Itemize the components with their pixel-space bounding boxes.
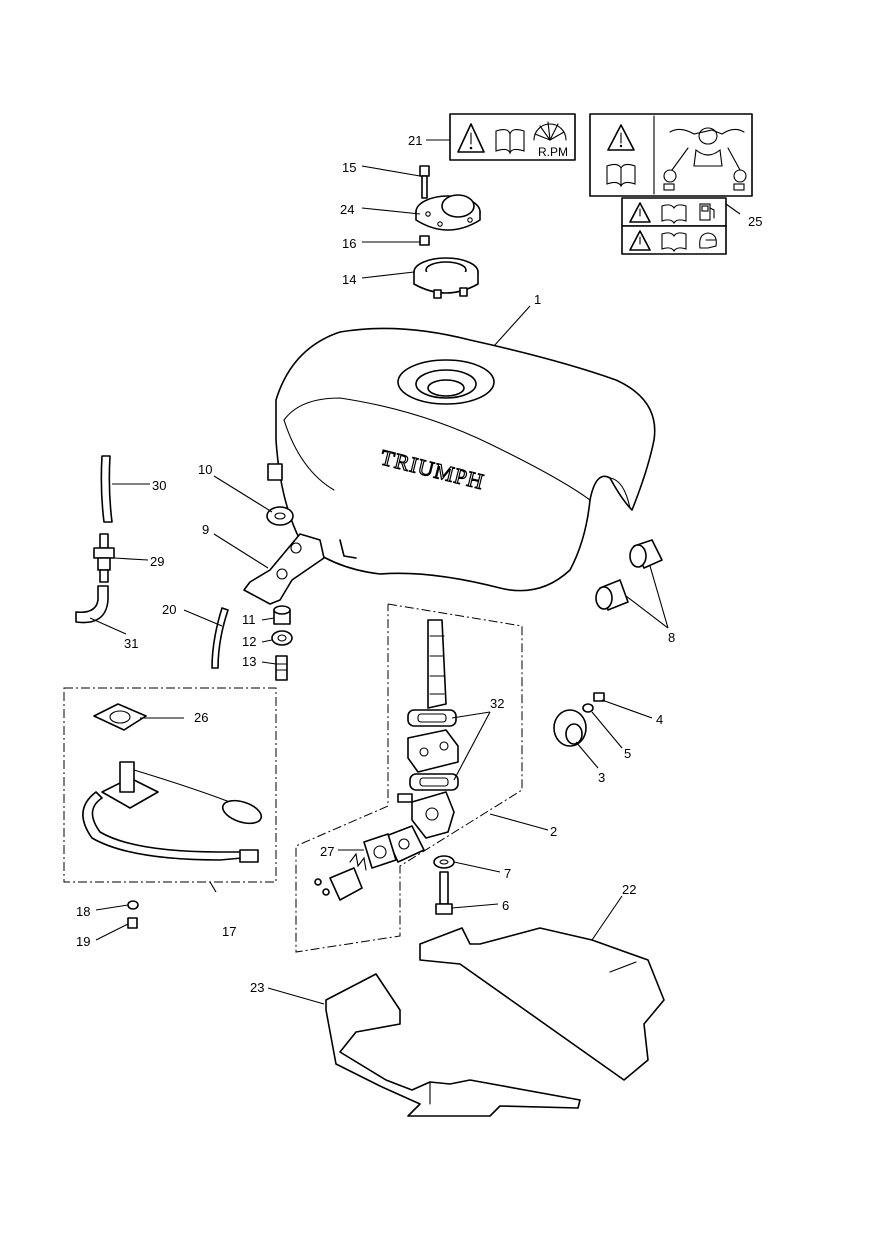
callout-8: 8 — [668, 630, 675, 645]
callout-26: 26 — [194, 710, 208, 725]
heat-shield-23 — [325, 973, 581, 1117]
sender-gasket-26 — [93, 703, 147, 731]
gasket-32b — [409, 773, 459, 791]
callout-labels: 1 2 3 4 5 6 7 8 9 10 11 12 13 14 15 16 1… — [76, 133, 762, 995]
callout-21: 21 — [408, 133, 422, 148]
callout-18: 18 — [76, 904, 90, 919]
callout-11: 11 — [242, 612, 256, 627]
rubber-buffer-8a — [629, 539, 663, 569]
callout-22: 22 — [622, 882, 636, 897]
tap-diaphragm-27 — [363, 833, 397, 869]
manual-book-icon — [495, 128, 525, 155]
leader-lines — [89, 139, 741, 1005]
breather-hose-30 — [100, 455, 113, 523]
callout-9: 9 — [202, 522, 209, 537]
bolt-13 — [275, 655, 288, 681]
callout-4: 4 — [656, 712, 663, 727]
helmet-icon — [699, 232, 717, 249]
callout-16: 16 — [342, 236, 356, 251]
callout-14: 14 — [342, 272, 356, 287]
fuel-sender-assembly-outline — [63, 687, 277, 883]
rpm-text: R.PM — [538, 145, 568, 159]
washer-7 — [433, 855, 455, 869]
rubber-buffer-8b — [595, 579, 629, 611]
tap-lever — [314, 867, 363, 901]
heat-shield-22 — [419, 927, 665, 1081]
callout-3: 3 — [598, 770, 605, 785]
callout-15: 15 — [342, 160, 356, 175]
tap-spring — [349, 852, 367, 871]
washer-5 — [582, 703, 594, 713]
callout-17: 17 — [222, 924, 236, 939]
filler-cap-24 — [415, 194, 481, 231]
callout-6: 6 — [502, 898, 509, 913]
filler-ring-14 — [413, 257, 479, 299]
callout-29: 29 — [150, 554, 164, 569]
hose-filter-29 — [93, 533, 115, 583]
motorcycle-rider-icon — [663, 127, 747, 191]
fuel-level-sender — [82, 761, 263, 863]
callout-13: 13 — [242, 654, 256, 669]
washer-18 — [127, 900, 139, 910]
washer-12 — [271, 630, 293, 646]
grommet-10 — [266, 506, 294, 526]
tap-body — [397, 791, 455, 839]
drain-tube-20 — [211, 607, 229, 669]
fuel-tank-1: TRIUMPH — [267, 327, 656, 592]
fuel-filter-strainer — [427, 619, 447, 709]
callout-27: 27 — [320, 844, 334, 859]
bolt-15 — [419, 165, 430, 199]
callout-10: 10 — [198, 462, 212, 477]
hose-elbow-31 — [75, 585, 109, 624]
warning-label-21: R.PM — [449, 113, 576, 161]
gasket-32a — [407, 709, 457, 727]
callout-30: 30 — [152, 478, 166, 493]
spacer-11 — [273, 605, 291, 625]
callout-31: 31 — [124, 636, 138, 651]
callout-1: 1 — [534, 292, 541, 307]
screw-16 — [419, 235, 430, 246]
callout-25: 25 — [748, 214, 762, 229]
screw-19 — [127, 917, 138, 929]
bolt-6 — [435, 871, 453, 915]
callout-23: 23 — [250, 980, 264, 995]
mounting-bracket-9 — [243, 533, 325, 605]
callout-7: 7 — [504, 866, 511, 881]
fuel-tap-assembly-outline — [295, 603, 523, 953]
callout-20: 20 — [162, 602, 176, 617]
rpm-gauge-icon — [533, 121, 567, 141]
spacer-block — [407, 729, 459, 773]
callout-12: 12 — [242, 634, 256, 649]
callout-32: 32 — [490, 696, 504, 711]
callout-19: 19 — [76, 934, 90, 949]
screw-4 — [593, 692, 605, 702]
warning-label-25 — [589, 113, 753, 255]
callout-2: 2 — [550, 824, 557, 839]
blanking-plug-3 — [553, 709, 587, 747]
callout-5: 5 — [624, 746, 631, 761]
fuel-pump-icon — [699, 203, 715, 221]
callout-24: 24 — [340, 202, 354, 217]
